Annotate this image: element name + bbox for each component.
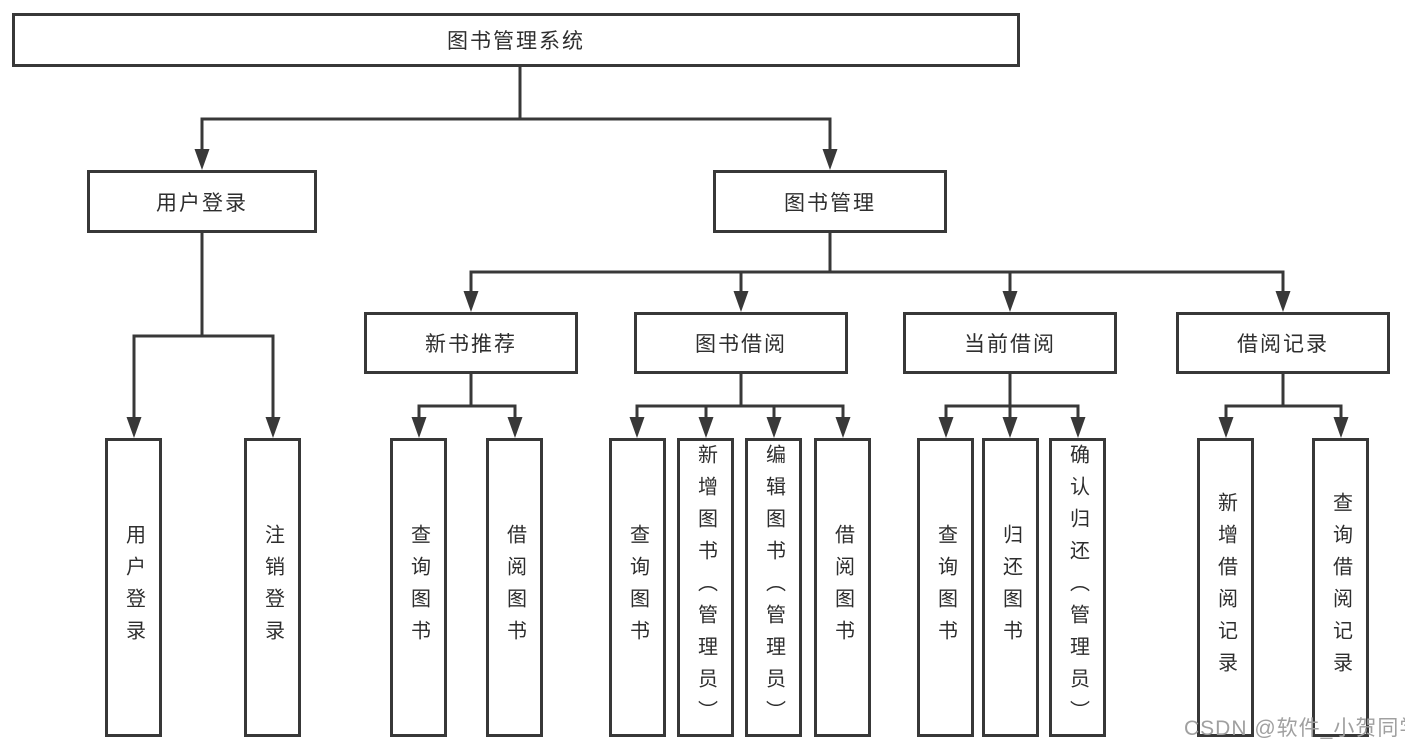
connector-br-children <box>1218 372 1349 438</box>
node-label: 编辑图书（管理员） <box>762 443 785 732</box>
connector-root-to-level2 <box>194 65 838 170</box>
connector-user-login-children <box>126 231 281 438</box>
arrow-head <box>463 291 479 312</box>
arrow-head <box>1070 417 1086 438</box>
arrow-head <box>629 417 645 438</box>
node-nbr-query-books: 查询图书 <box>390 438 447 737</box>
arrow-head <box>1218 417 1234 438</box>
watermark: CSDN @软件_小贺同学 <box>1184 717 1405 740</box>
arrow-head <box>1002 291 1018 312</box>
arrow-head <box>411 417 427 438</box>
node-bb-query-books: 查询图书 <box>609 438 666 737</box>
arrow-head <box>507 417 523 438</box>
arrow-head <box>733 291 749 312</box>
node-current-borrowing: 当前借阅 <box>903 312 1117 374</box>
node-label: 图书管理 <box>784 191 876 215</box>
node-label: 借阅图书 <box>831 523 854 652</box>
arrow-head <box>265 417 281 438</box>
arrow-head <box>766 417 782 438</box>
arrow-head <box>835 417 851 438</box>
node-label: 用户登录 <box>122 523 145 652</box>
node-label: 查询图书 <box>407 523 430 652</box>
node-label: 图书管理系统 <box>447 30 585 53</box>
node-cb-return-books: 归还图书 <box>982 438 1039 737</box>
node-book-borrowing: 图书借阅 <box>634 312 848 374</box>
node-label: 注销登录 <box>261 523 284 652</box>
node-br-add-record: 新增借阅记录 <box>1197 438 1254 737</box>
node-label: 用户登录 <box>156 191 248 215</box>
node-book-management: 图书管理 <box>713 170 947 233</box>
node-label: 借阅图书 <box>503 523 526 652</box>
node-label: 新增借阅记录 <box>1214 491 1237 684</box>
node-cb-confirm-return-admin: 确认归还（管理员） <box>1049 438 1106 737</box>
connector-cb-children <box>938 372 1086 438</box>
node-label: 查询图书 <box>934 523 957 652</box>
arrow-head <box>1333 417 1349 438</box>
connector-book-management-children <box>463 231 1291 312</box>
node-borrowing-records: 借阅记录 <box>1176 312 1390 374</box>
node-label: 借阅记录 <box>1237 333 1329 356</box>
node-label: 归还图书 <box>999 523 1022 652</box>
connector-nbr-children <box>411 372 523 438</box>
arrow-head <box>822 149 838 170</box>
connector-bb-children <box>629 372 851 438</box>
node-bb-edit-books-admin: 编辑图书（管理员） <box>745 438 802 737</box>
arrow-head <box>194 149 210 170</box>
arrow-head <box>1002 417 1018 438</box>
node-label: 查询图书 <box>626 523 649 652</box>
node-library-system: 图书管理系统 <box>12 13 1020 67</box>
node-leaf-logout: 注销登录 <box>244 438 301 737</box>
node-label: 图书借阅 <box>695 333 787 356</box>
arrow-head <box>126 417 142 438</box>
node-cb-query-books: 查询图书 <box>917 438 974 737</box>
node-user-login: 用户登录 <box>87 170 317 233</box>
node-label: 确认归还（管理员） <box>1066 443 1089 732</box>
node-br-query-record: 查询借阅记录 <box>1312 438 1369 737</box>
node-label: 当前借阅 <box>964 333 1056 356</box>
arrow-head <box>938 417 954 438</box>
arrow-head <box>698 417 714 438</box>
node-label: 新书推荐 <box>425 333 517 356</box>
arrow-head <box>1275 291 1291 312</box>
node-new-book-recommendation: 新书推荐 <box>364 312 578 374</box>
node-label: 新增图书（管理员） <box>694 443 717 732</box>
node-leaf-user-login: 用户登录 <box>105 438 162 737</box>
node-bb-borrow-books: 借阅图书 <box>814 438 871 737</box>
node-bb-add-books-admin: 新增图书（管理员） <box>677 438 734 737</box>
node-nbr-borrow-books: 借阅图书 <box>486 438 543 737</box>
node-label: 查询借阅记录 <box>1329 491 1352 684</box>
